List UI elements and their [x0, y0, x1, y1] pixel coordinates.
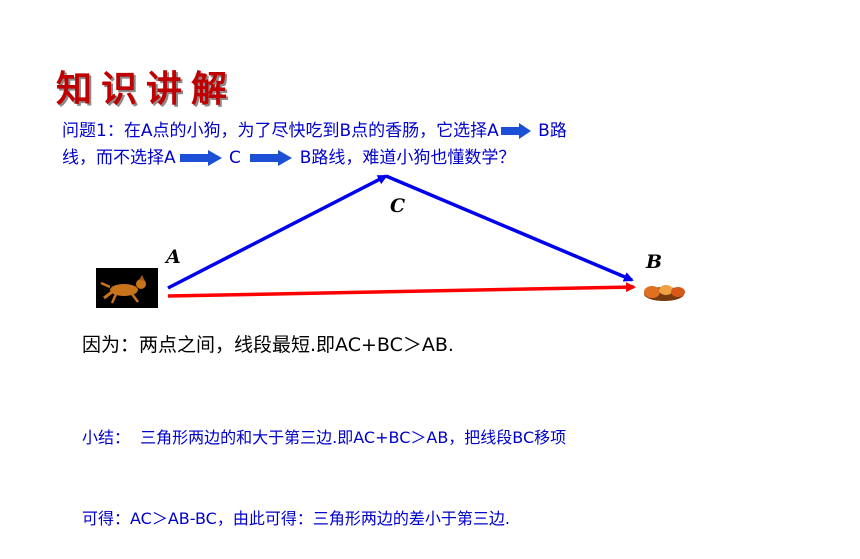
page-title: 知识讲解: [56, 69, 237, 110]
point-a-label: A: [166, 246, 181, 268]
right-arrow-icon: [250, 150, 293, 166]
point-b-label: B: [646, 251, 663, 273]
summary-text: 小结： 三角形两边的和大于第三边.即AC+BC＞AB，把线段BC移项 可得：AC…: [82, 370, 782, 559]
sausage-icon: [644, 279, 685, 301]
question-part-1: 问题1：在A点的小狗，为了尽快吃到B点的香肠，它选择A: [62, 121, 499, 141]
dog-icon: [96, 268, 158, 308]
summary-line-2: 可得：AC＞AB-BC，由此可得：三角形两边的差小于第三边.: [82, 509, 510, 528]
right-arrow-icon: [500, 123, 531, 139]
segment-ac: [167, 174, 388, 290]
summary-line-1: 小结： 三角形两边的和大于第三边.即AC+BC＞AB，把线段BC移项: [82, 428, 567, 447]
segment-cb: [385, 174, 634, 282]
question-part-2: B路: [532, 121, 567, 141]
question-part-4: C: [223, 148, 247, 168]
because-statement: 因为：两点之间，线段最短.即AC+BC＞AB.: [82, 334, 454, 356]
question-part-5: B路线，难道小狗也懂数学？: [294, 148, 516, 168]
point-c-label: C: [390, 195, 406, 217]
question-part-3: 线，而不选择A: [62, 148, 176, 168]
question-text: 问题1：在A点的小狗，为了尽快吃到B点的香肠，它选择A B路 线，而不选择A C…: [62, 118, 742, 172]
right-arrow-icon: [179, 150, 222, 166]
segment-ab: [167, 282, 636, 298]
triangle-figure: [96, 174, 685, 308]
